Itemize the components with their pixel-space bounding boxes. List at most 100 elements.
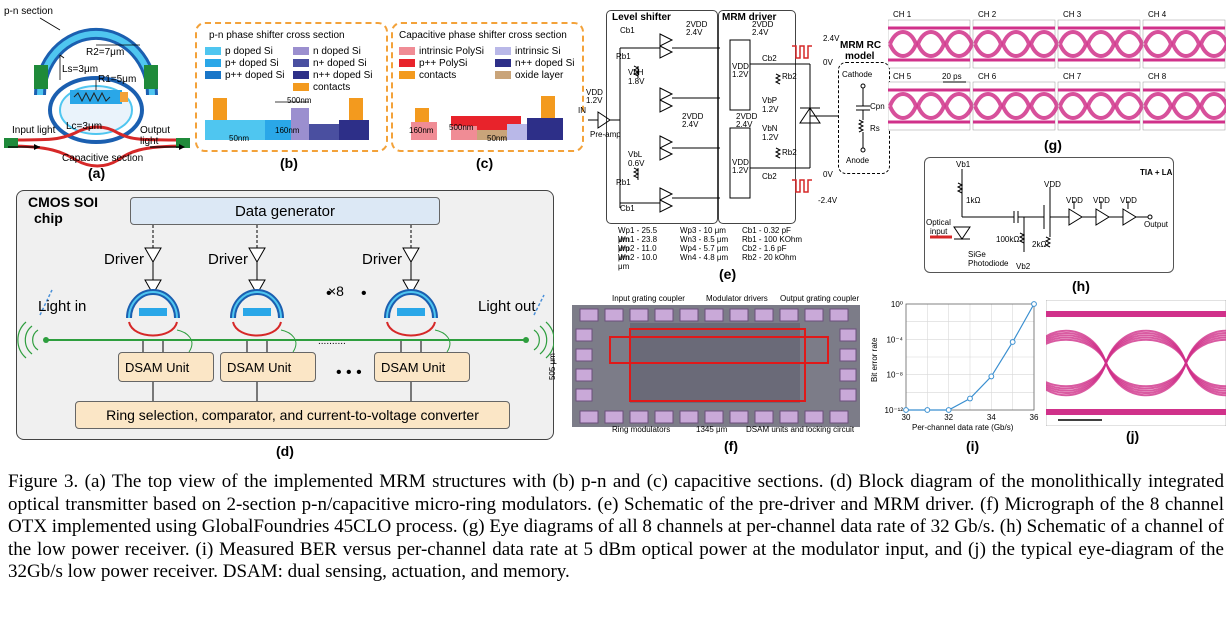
rb2-label-bottom: Rb2 [782, 148, 797, 157]
mrm-channel-2 [230, 225, 297, 402]
vbp-val: 1.2V [762, 105, 779, 114]
ch8-label: CH 8 [1148, 72, 1167, 81]
panel-b-box [195, 22, 388, 152]
cb1-label-bottom: Cb1 [620, 204, 635, 213]
ber-point [988, 373, 995, 380]
vbp-label: VbP [762, 96, 778, 105]
bond-pad [839, 388, 857, 402]
in-label: IN [578, 106, 586, 115]
dsam-unit-3: DSAM Unit [374, 352, 470, 382]
mrm-top-view [4, 17, 190, 168]
ber-point [1031, 301, 1037, 307]
bond-pad [629, 308, 649, 322]
chip-micrograph [572, 305, 860, 427]
eye-diagrams-svg [887, 19, 1230, 131]
legend-npp-si: n++ doped Si [495, 58, 575, 69]
svg-text:• • •: • • • [336, 364, 362, 381]
driver-schematic [588, 33, 870, 213]
pn-section-label: p-n section [4, 6, 53, 17]
ch3-label: CH 3 [1063, 10, 1082, 19]
bond-pad [754, 308, 774, 322]
eye-trace [1185, 336, 1231, 390]
chip-title-1: CMOS SOI [28, 194, 99, 210]
rb2-label-top: Rb2 [782, 72, 797, 81]
bond-pad [704, 308, 724, 322]
panel-a-label: (a) [88, 165, 106, 181]
vdd-la-3: VDD [1120, 196, 1137, 205]
cb2-label-top: Cb2 [762, 54, 777, 63]
bond-pad [839, 328, 857, 342]
ber-xlabel: Per-channel data rate (Gb/s) [912, 423, 1014, 432]
x-tick-label: 30 [902, 413, 911, 422]
panel-g-label: (g) [1044, 137, 1062, 153]
photodiode-label-2: Photodiode [968, 259, 1009, 268]
otx-block-diagram: .......... • • • • • [17, 225, 554, 402]
bond-pad [729, 308, 749, 322]
vdd-la-2: VDD [1093, 196, 1110, 205]
photodiode-label-1: SiGe [968, 250, 986, 259]
y-tick-label: 10⁻¹² [885, 406, 904, 415]
plot-frame [905, 303, 1035, 411]
svg-text:..........: .......... [318, 336, 346, 347]
svg-text:•: • [326, 285, 332, 302]
v-neg-label: -2.4V [818, 196, 838, 205]
r1k-label: 1kΩ [966, 196, 981, 205]
mrm-rc-label-1: MRM RC [840, 40, 882, 51]
cmos-soi-chip [16, 190, 554, 440]
figure-caption: Figure 3. (a) The top view of the implem… [8, 471, 1224, 582]
supply-24-3: 2.4V [682, 120, 699, 129]
bond-pad [604, 410, 624, 424]
anode-label: Anode [846, 156, 870, 165]
vbh-val: 1.8V [628, 77, 645, 86]
timescale-label: 20 ps [942, 72, 962, 81]
bond-pad [804, 410, 824, 424]
level-shifter-box [606, 10, 718, 224]
cathode-label: Cathode [842, 70, 873, 79]
vb2-label: Vb2 [1016, 262, 1031, 271]
ch2-label: CH 2 [978, 10, 997, 19]
panel-h-label: (h) [1072, 278, 1090, 294]
legend-n-doped: n doped Si [293, 46, 361, 57]
bond-pad [579, 410, 599, 424]
vb1-label: Vb1 [956, 160, 971, 169]
vdd-label-h: VDD [1044, 180, 1061, 189]
y-tick-label: 10⁰ [891, 300, 903, 309]
vbl-val: 0.6V [628, 159, 645, 168]
dim-500nm-c: 500nm [449, 123, 474, 132]
panel-a: p-n section R2=7μm Ls=3μm R1=5μm Lc=3μm … [0, 0, 190, 185]
panel-e-label: (e) [719, 266, 737, 282]
mrm-driver-box [718, 10, 796, 224]
supply-vdd-2: VDD [732, 158, 749, 167]
v-pos-label: 2.4V [823, 34, 840, 43]
bond-pad [654, 410, 674, 424]
dim-160nm-b: 160nm [275, 126, 300, 135]
v-zero-label-2: 0V [823, 170, 833, 179]
eye-diagram-ch8 [1142, 81, 1230, 131]
bond-pad [829, 308, 849, 322]
y-tick-label: 10⁻⁸ [887, 371, 904, 380]
micrograph-image [572, 305, 860, 427]
panel-b: p-n phase shifter cross section p doped … [195, 22, 388, 152]
bond-pad [679, 308, 699, 322]
ch6-label: CH 6 [978, 72, 997, 81]
output-label-h: Output [1144, 220, 1169, 229]
ber-ylabel: Bit error rate [870, 337, 879, 382]
eye-diagram-ch5 [887, 81, 975, 131]
legend-ppp-doped: p++ doped Si [205, 70, 285, 81]
pre-amp-label: Pre-amp [590, 130, 621, 139]
tia-la-title: TIA + LA [1140, 168, 1173, 177]
ls-label: Ls=3μm [62, 64, 99, 75]
driver-label-1: Driver [104, 251, 144, 268]
supply-vdd-1: VDD [732, 62, 749, 71]
legend-contacts: contacts [293, 82, 350, 93]
panel-d-label: (d) [276, 443, 294, 459]
input-light-label: Input light [12, 125, 56, 136]
legend-intrinsic-si: intrinsic Si [495, 46, 561, 57]
vdd-in-label: VDD [586, 88, 603, 97]
dim-50nm-b: 50nm [229, 134, 250, 143]
bond-pad [779, 410, 799, 424]
mrm-channel-1 [126, 225, 193, 402]
bond-pad [575, 368, 593, 382]
